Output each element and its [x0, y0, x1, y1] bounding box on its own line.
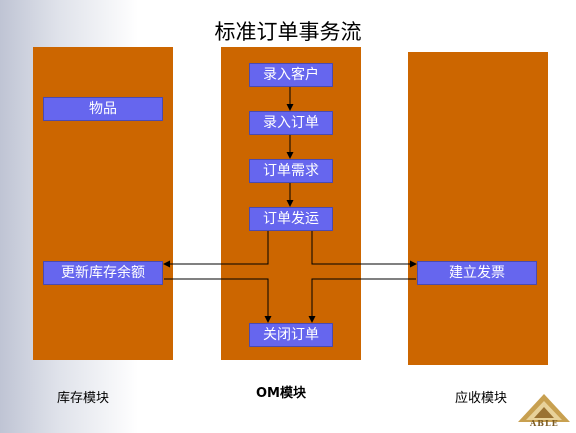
node-create-invoice: 建立发票 — [417, 261, 537, 285]
page-title: 标准订单事务流 — [214, 20, 362, 44]
receivables-module-column — [408, 52, 548, 365]
receivables-module-label: 应收模块 — [455, 391, 508, 406]
arrow-ship-to-create-invoice — [311, 230, 417, 268]
node-item: 物品 — [43, 97, 163, 121]
node-close-order: 关闭订单 — [249, 323, 333, 347]
arrow-create-invoice-to-close — [308, 278, 416, 323]
node-update-onhand: 更新库存余额 — [43, 261, 163, 285]
om-module-label: OM模块 — [256, 386, 306, 401]
arrow-ship-to-update-onhand — [163, 230, 269, 268]
node-enter-customer: 录入客户 — [249, 63, 333, 87]
able-logo-icon — [518, 394, 570, 422]
node-order-ship: 订单发运 — [249, 207, 333, 231]
inventory-module-label: 库存模块 — [57, 391, 110, 406]
arrow-update-onhand-to-close — [164, 278, 272, 323]
logo-text: ABLE — [530, 418, 559, 428]
node-enter-order: 录入订单 — [249, 111, 333, 135]
node-order-demand: 订单需求 — [249, 159, 333, 183]
